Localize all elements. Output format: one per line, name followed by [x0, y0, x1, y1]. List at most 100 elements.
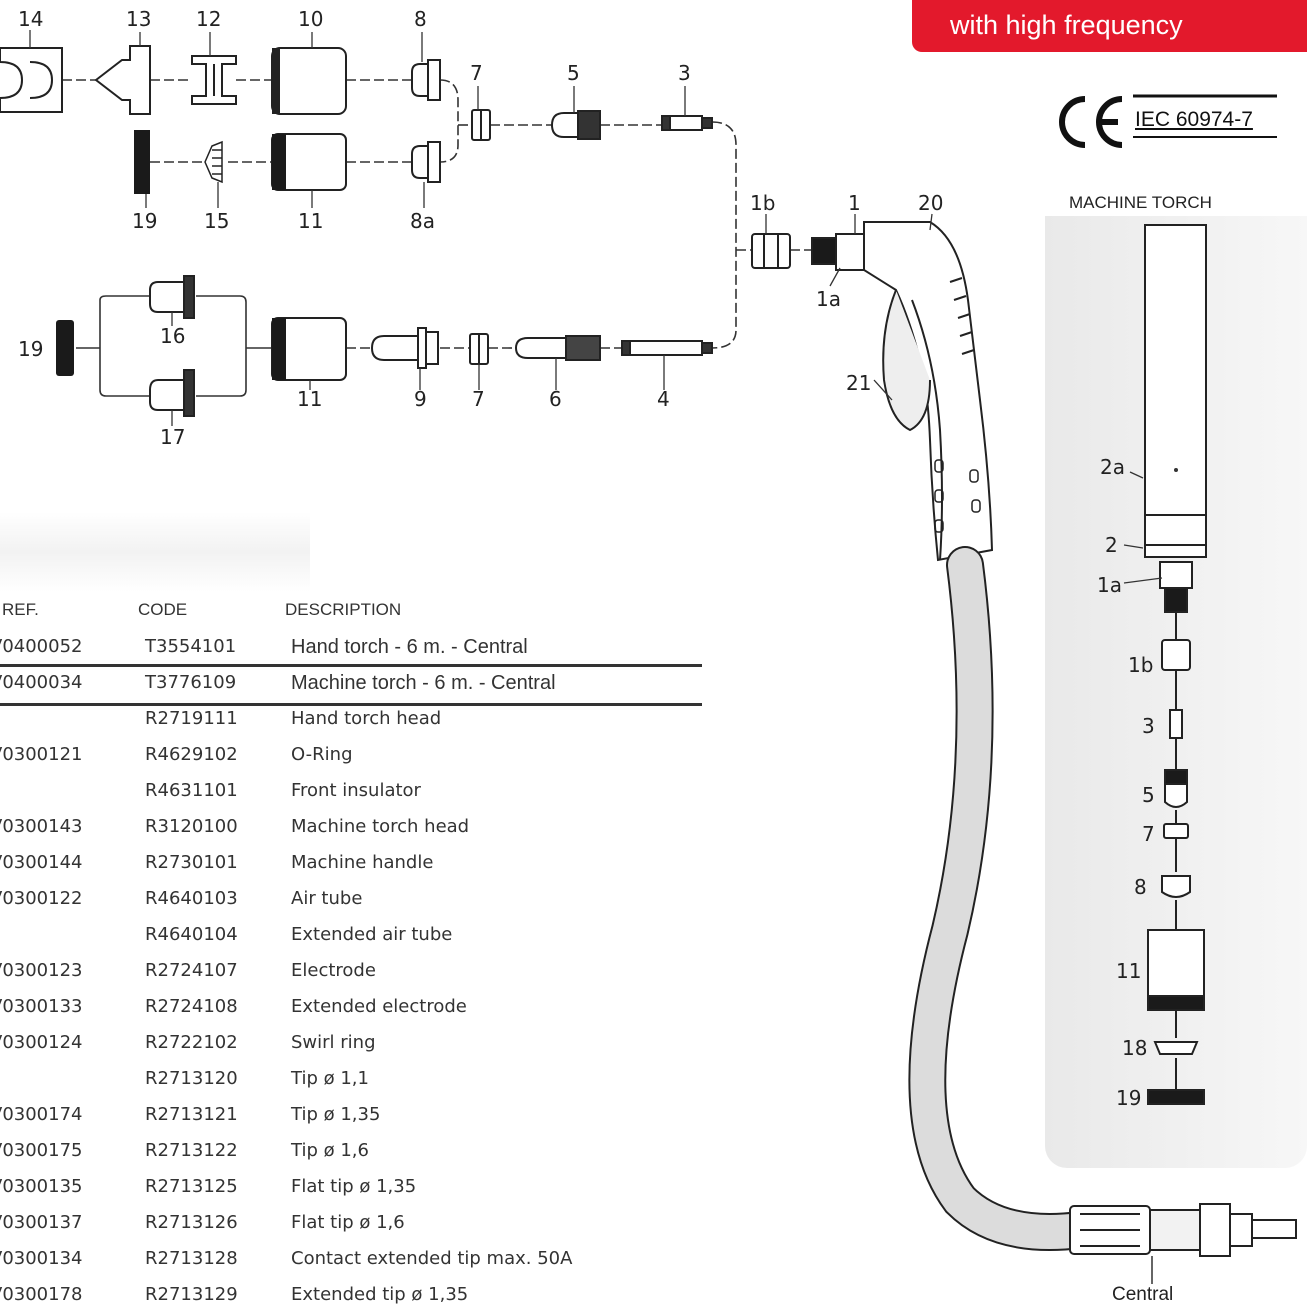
label-1: 1 [848, 191, 861, 215]
table-cell-description: Tip ø 1,6 [291, 1140, 369, 1161]
table-cell-code: T3554101 [145, 636, 237, 657]
table-cell-ref: V0300175 [0, 1140, 83, 1161]
table-cell-code: R2713125 [145, 1176, 238, 1197]
table-row: V0300144R2730101Machine handle [0, 844, 720, 880]
table-cell-ref: V0300137 [0, 1212, 83, 1233]
label-1a: 1a [816, 287, 841, 311]
table-cell-code: R2713121 [145, 1104, 238, 1125]
table-row: V0400034T3776109Machine torch - 6 m. - C… [0, 664, 720, 700]
label-3: 3 [678, 61, 691, 85]
table-cell-description: O-Ring [291, 744, 353, 765]
label-m5: 5 [1142, 783, 1155, 807]
table-cell-code: R2713120 [145, 1068, 238, 1089]
label-m7: 7 [1142, 822, 1155, 846]
label-1b: 1b [750, 191, 775, 215]
table-row: V0300137R2713126Flat tip ø 1,6 [0, 1204, 720, 1240]
table-cell-code: R4640103 [145, 888, 238, 909]
high-frequency-banner: with high frequency [912, 0, 1307, 52]
central-label: Central [1112, 1284, 1174, 1305]
label-m2: 2 [1105, 533, 1118, 557]
label-20: 20 [918, 191, 943, 215]
machine-torch-title: MACHINE TORCH [1069, 193, 1212, 212]
part-17-shape [149, 369, 195, 417]
part-1-shape [811, 233, 865, 271]
table-cell-ref: V0300122 [0, 888, 83, 909]
table-cell-code: R3120100 [145, 816, 238, 837]
table-cell-ref: V0300144 [0, 852, 83, 873]
table-row: V0300175 R2713122 Tip ø 1,6 [0, 1132, 720, 1168]
part-10-shape [271, 47, 347, 115]
table-cell-ref: V0300134 [0, 1248, 83, 1269]
part-13-shape [94, 45, 151, 115]
table-row: V0300143 R3120100 Machine torch head [0, 808, 720, 844]
label-m1a: 1a [1097, 573, 1122, 597]
label-4: 4 [657, 387, 670, 411]
table-cell-ref: V0300121 [0, 744, 83, 765]
label-5: 5 [567, 61, 580, 85]
table-cell-code: R2713122 [145, 1140, 238, 1161]
part-8a-shape [411, 141, 441, 183]
hand-torch-shape [863, 221, 994, 562]
table-row: V0300123 R2724107 Electrode [0, 952, 720, 988]
part-14-shape [0, 47, 63, 113]
part-11-top-shape [271, 133, 347, 191]
label-16: 16 [160, 324, 185, 348]
label-8a: 8a [410, 209, 435, 233]
table-divider [0, 664, 702, 667]
part-9-shape [370, 327, 439, 369]
label-m1b: 1b [1128, 653, 1153, 677]
part-16-shape [149, 275, 195, 319]
label-17: 17 [160, 425, 185, 449]
label-6: 6 [549, 387, 562, 411]
label-12: 12 [196, 7, 221, 31]
table-cell-description: Machine torch head [291, 816, 470, 837]
table-cell-description: Hand torch - 6 m. - Central [291, 636, 528, 658]
table-row: V0300124 R2722102 Swirl ring [0, 1024, 720, 1060]
table-cell-description: Flat tip ø 1,6 [291, 1212, 405, 1233]
table-cell-ref: V0300123 [0, 960, 83, 981]
label-m19: 19 [1116, 1086, 1141, 1110]
table-cell-description: Machine handle [291, 852, 434, 873]
label-13: 13 [126, 7, 151, 31]
table-cell-code: R2724108 [145, 996, 238, 1017]
label-8: 8 [414, 7, 427, 31]
table-cell-code: R2722102 [145, 1032, 238, 1053]
column-header-ref: REF. [2, 600, 39, 619]
table-cell-ref: V0300124 [0, 1032, 83, 1053]
table-cell-code: R2724107 [145, 960, 238, 981]
part-19-top-shape [134, 130, 150, 194]
label-14: 14 [18, 7, 43, 31]
table-cell-code: R4640104 [145, 924, 238, 945]
label-m2a: 2a [1100, 455, 1125, 479]
part-7-top-shape [471, 109, 491, 141]
machine-torch-shape [1144, 224, 1207, 1105]
table-cell-code: T3776109 [145, 672, 237, 693]
label-11-lower: 11 [297, 387, 322, 411]
label-m11: 11 [1116, 959, 1141, 983]
label-15: 15 [204, 209, 229, 233]
table-cell-code: R2713128 [145, 1248, 238, 1269]
table-cell-description: Extended electrode [291, 996, 467, 1017]
ce-mark-icon [1059, 96, 1123, 148]
table-cell-description: Tip ø 1,1 [291, 1068, 369, 1089]
table-cell-description: Air tube [291, 888, 363, 909]
table-row: V0300121R4629102O-Ring [0, 736, 720, 772]
part-6-shape [514, 335, 601, 361]
label-m3: 3 [1142, 714, 1155, 738]
table-cell-description: Swirl ring [291, 1032, 376, 1053]
table-row: V0300135R2713125Flat tip ø 1,35 [0, 1168, 720, 1204]
label-19-lower: 19 [18, 337, 43, 361]
table-cell-description: Electrode [291, 960, 376, 981]
table-row: V0300174R2713121Tip ø 1,35 [0, 1096, 720, 1132]
table-cell-ref: V0300143 [0, 816, 83, 837]
table-row: V0400052T3554101Hand torch - 6 m. - Cent… [0, 628, 720, 664]
label-21: 21 [846, 371, 871, 395]
table-cell-ref: V0300178 [0, 1284, 83, 1305]
label-11-top: 11 [298, 209, 323, 233]
label-7-lower: 7 [472, 387, 485, 411]
label-10: 10 [298, 7, 323, 31]
